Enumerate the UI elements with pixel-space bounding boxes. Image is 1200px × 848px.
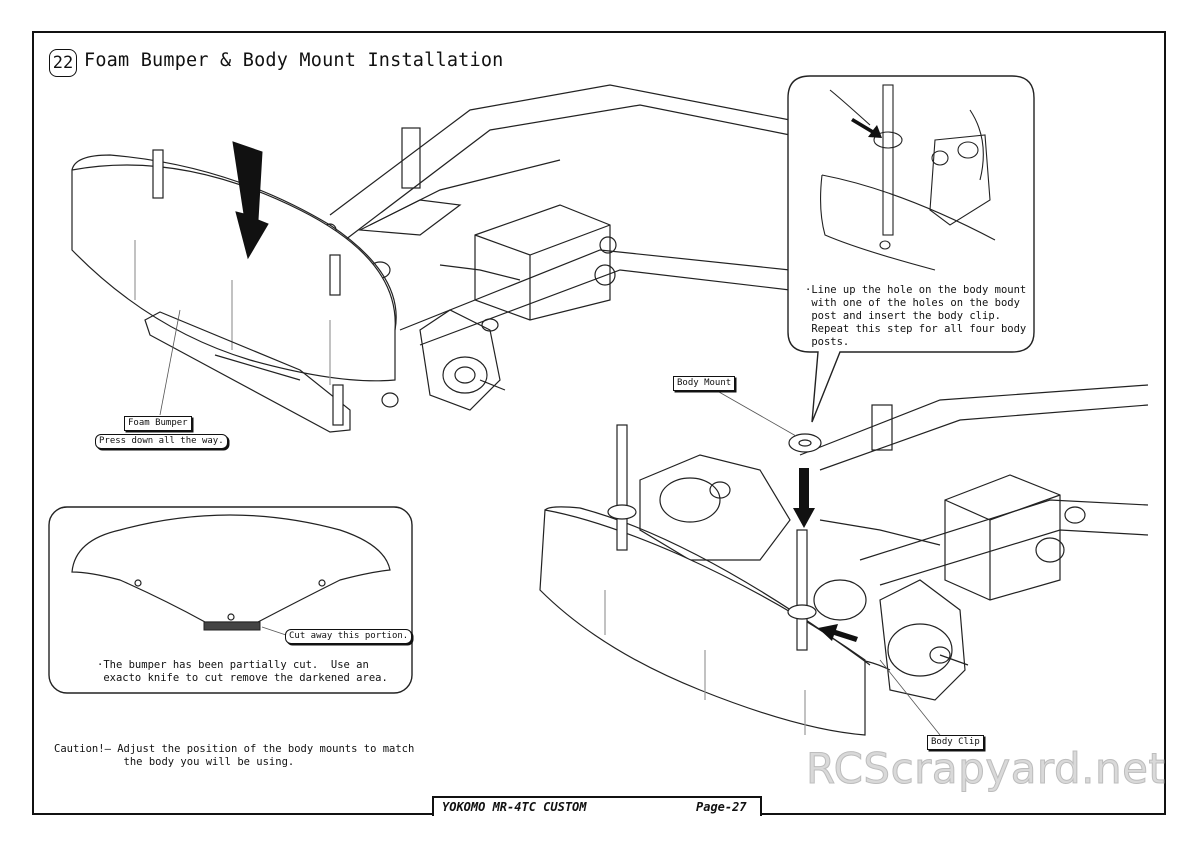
left-bumper-plate bbox=[144, 311, 351, 433]
press-down-label: Press down all the way. bbox=[95, 434, 228, 449]
foam-bumper-label: Foam Bumper bbox=[124, 416, 192, 431]
bumper-outline-drawing bbox=[71, 514, 391, 623]
body-mount-instruction: ·Line up the hole on the body mount with… bbox=[805, 284, 1027, 348]
right-foam-bumper bbox=[539, 506, 871, 736]
inset-arrow-icon bbox=[851, 118, 882, 138]
page-number: Page-27 bbox=[696, 800, 747, 814]
left-foam-bumper bbox=[71, 154, 397, 385]
body-mount-label: Body Mount bbox=[673, 376, 736, 391]
clip-arrow-icon bbox=[818, 624, 858, 642]
left-body-posts bbox=[152, 149, 344, 426]
cut-away-label: Cut away this portion. bbox=[285, 629, 413, 644]
page-footer: YOKOMO MR-4TC CUSTOM Page-27 bbox=[432, 796, 762, 816]
right-body-posts bbox=[607, 424, 822, 651]
caution-note: Caution!— Adjust the position of the bod… bbox=[54, 743, 415, 768]
manual-title: YOKOMO MR-4TC CUSTOM bbox=[442, 800, 587, 814]
cut-area bbox=[203, 621, 261, 631]
bumper-cut-inset bbox=[48, 506, 413, 694]
body-clip-label: Body Clip bbox=[927, 735, 984, 750]
step-number: 22 bbox=[49, 49, 77, 77]
left-chassis-drawing bbox=[323, 84, 791, 411]
down-arrow-icon bbox=[793, 468, 815, 528]
body-mount-inset bbox=[787, 75, 1035, 423]
step-title: Foam Bumper & Body Mount Installation bbox=[84, 50, 504, 71]
press-down-arrow-icon bbox=[232, 141, 269, 260]
bumper-cut-note: ·The bumper has been partially cut. Use … bbox=[97, 659, 388, 684]
inset-detail-drawing bbox=[819, 84, 996, 271]
watermark: RCScrapyard.net bbox=[805, 744, 1166, 794]
